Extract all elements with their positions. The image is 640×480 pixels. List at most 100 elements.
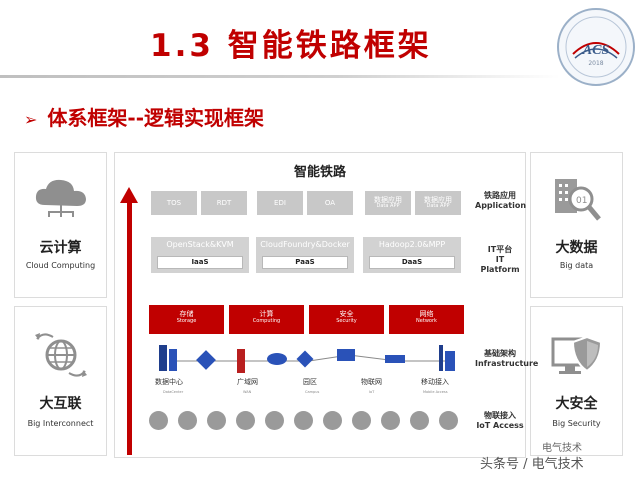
infra-en: Network [416,318,437,325]
diagram-title: 智能铁路 [293,165,346,180]
handheld-terminal-icon [294,411,313,430]
layer-cn: 物联接入 [484,411,516,420]
title-divider [0,75,560,78]
cloud-icon [15,175,106,223]
cloud-computing-panel: 云计算 Cloud Computing [14,152,107,298]
app-box-tos: TOS [151,191,197,215]
infra-en: Security [336,318,357,325]
layer-en: Application [475,201,527,210]
layer-en: IoT Access [476,421,524,430]
app-label: 数据应用 [424,196,452,205]
big-security-panel: 大安全 Big Security [530,306,623,456]
layer-cn: 基础架构 [484,349,516,358]
watermark-text: 头条号 / 电气技术 [480,457,584,472]
data-search-icon: 01 [531,175,622,229]
app-box-edi: EDI [257,191,303,215]
platform-name: OpenStack&KVM [166,240,234,249]
core-switch-icon [337,349,355,361]
app-label: EDI [274,198,286,207]
logo-text: ACS [582,43,610,58]
network-label-iot: 物联网 [361,378,382,386]
layer-label-iot-access: 物联接入 IoT Access [475,411,525,431]
network-sub-datacenter: DataCenter [163,390,184,394]
up-arrow-head [120,187,138,203]
app-label: OA [324,198,336,207]
layer-en: Infrastructure [475,359,539,368]
app-box-oa: OA [307,191,353,215]
router-icon [267,353,287,365]
infra-cn: 安全 [339,310,354,318]
infra-en: Computing [252,318,281,325]
app-label: RDT [216,198,232,207]
infra-cn: 存储 [179,310,194,318]
tablet-icon [207,411,226,430]
wind-turbine-icon [381,411,400,430]
network-sub-campus: Campus [305,390,320,394]
light-bulb-icon [265,411,284,430]
layer-cn: IT平台 [487,245,513,254]
page-title: 1.3 智能铁路框架 [150,28,432,64]
big-security-title: 大安全 [555,396,598,412]
network-topology [159,345,455,373]
server-rack-icon [169,349,177,371]
platform-name: CloudFoundry&Docker [260,240,350,249]
logo-ring-icon [565,16,627,78]
big-data-title: 大数据 [555,240,598,256]
network-label-mobile: 移动接入 [421,378,449,386]
vehicle-icon [236,411,255,430]
section-heading: ➢ 体系框架--逻辑实现框架 [24,102,264,131]
app-label: 数据应用 [374,196,402,205]
infra-cn: 网络 [419,310,434,318]
network-sub-mobile: Mobile Access [423,390,448,394]
platform-iaas: OpenStack&KVM IaaS [151,237,249,273]
layer-label-it-platform: IT平台 IT Platform [475,245,525,275]
app-box-rdt: RDT [201,191,247,215]
section-title: 体系框架--逻辑实现框架 [47,106,265,130]
layer-en: IT Platform [480,255,520,274]
platform-type: DaaS [369,256,455,269]
mobile-phone-icon [178,411,197,430]
network-label-campus: 园区 [303,378,317,386]
logo-year: 2018 [588,60,604,67]
up-arrow-shaft [127,201,132,455]
network-sub-wan: WAN [243,390,252,394]
cloud-computing-subtitle: Cloud Computing [25,261,96,270]
big-interconnect-panel: 大互联 Big Interconnect [14,306,107,456]
platform-name: Hadoop2.0&MPP [378,240,446,249]
svg-text:01: 01 [576,196,587,206]
acs-logo: ACS 2018 [557,8,635,86]
switch-icon [196,350,216,370]
network-label-wan: 广域网 [237,378,258,386]
platform-type: IaaS [157,256,243,269]
app-sublabel: Data APP [376,203,400,210]
big-interconnect-subtitle: Big Interconnect [27,419,94,428]
traffic-light-icon [323,411,342,430]
title-bar: 1.3 智能铁路框架 ACS 2018 [0,0,640,88]
train-icon [410,411,429,430]
layer-label-application: 铁路应用 Application [475,191,527,211]
cloud-computing-title: 云计算 [39,240,82,256]
platform-paas: CloudFoundry&Docker PaaS [256,237,354,273]
app-sublabel: Data APP [426,203,450,210]
infra-en: Storage [176,318,197,325]
server-rack-icon [159,345,167,371]
shield-monitor-icon [531,331,622,385]
arrow-bullet-icon: ➢ [24,110,38,129]
antenna-icon [439,345,443,371]
firewall-icon [237,349,245,373]
big-security-subtitle: Big Security [552,419,601,428]
layer-cn: 铁路应用 [484,191,516,200]
base-station-icon [445,351,455,371]
watermark-logo-text: 电气技术 [542,443,582,454]
big-interconnect-title: 大互联 [39,396,82,412]
app-label: TOS [166,198,182,207]
network-label-datacenter: 数据中心 [155,378,183,386]
infra-cn: 计算 [259,310,274,318]
